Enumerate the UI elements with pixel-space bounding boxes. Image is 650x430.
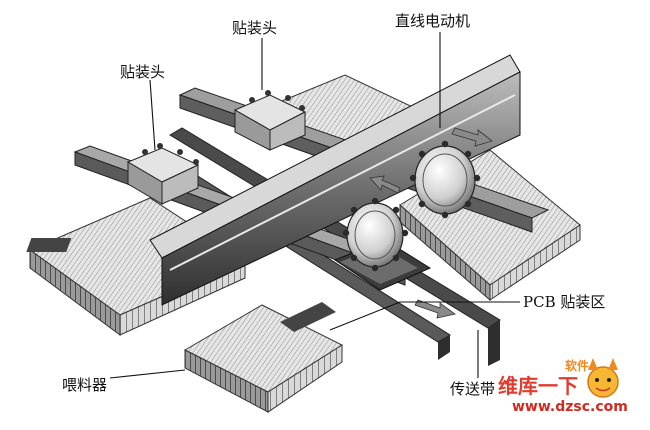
- label-feeder: 喂料器: [62, 376, 107, 394]
- placement-head-left: [126, 143, 200, 205]
- label-conveyor: 传送带: [450, 380, 495, 398]
- watermark-logo: 软件 维库一下 www.dzsc.com: [498, 358, 628, 415]
- label-placement-head-left: 贴装头: [120, 63, 165, 81]
- label-linear-motor: 直线电动机: [395, 12, 470, 30]
- feeder-block-front: [183, 302, 344, 413]
- watermark-brand: 维库一下: [498, 374, 578, 398]
- label-placement-head-top: 贴装头: [232, 19, 277, 37]
- watermark-url: www.dzsc.com: [512, 399, 628, 415]
- watermark-brand-small: 软件: [565, 358, 589, 373]
- placement-head-top: [233, 90, 307, 151]
- label-pcb-area: PCB 贴装区: [523, 293, 605, 311]
- leader-lines: [109, 32, 520, 379]
- linear-motor-beam: [149, 54, 521, 306]
- rotary-head-right: [409, 140, 481, 219]
- mascot-icon: [587, 358, 619, 398]
- rotary-head-center: [342, 197, 409, 272]
- motion-arrows: [369, 127, 493, 319]
